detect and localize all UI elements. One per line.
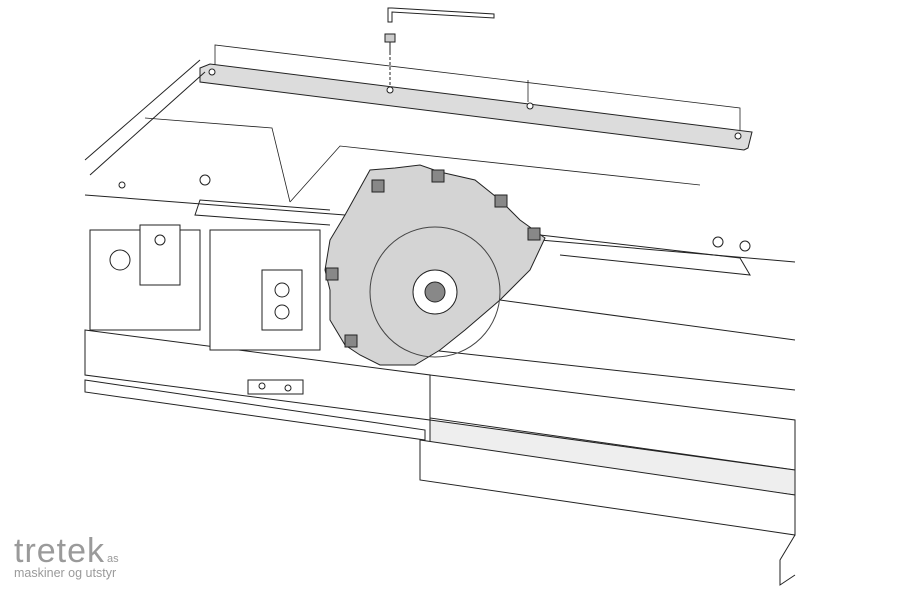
motor-mechanism xyxy=(89,224,321,351)
saw-blade xyxy=(324,164,546,366)
stand-leg xyxy=(779,534,796,586)
table-top xyxy=(84,59,796,276)
logo-tagline: maskiner og utstyr xyxy=(14,566,117,580)
hex-key xyxy=(387,7,495,23)
leader-lines xyxy=(144,44,741,203)
logo-suffix: as xyxy=(107,553,119,565)
carriage xyxy=(84,299,796,536)
logo-name: tretek xyxy=(14,532,106,570)
guide-bar xyxy=(199,63,753,151)
screw xyxy=(384,33,396,88)
